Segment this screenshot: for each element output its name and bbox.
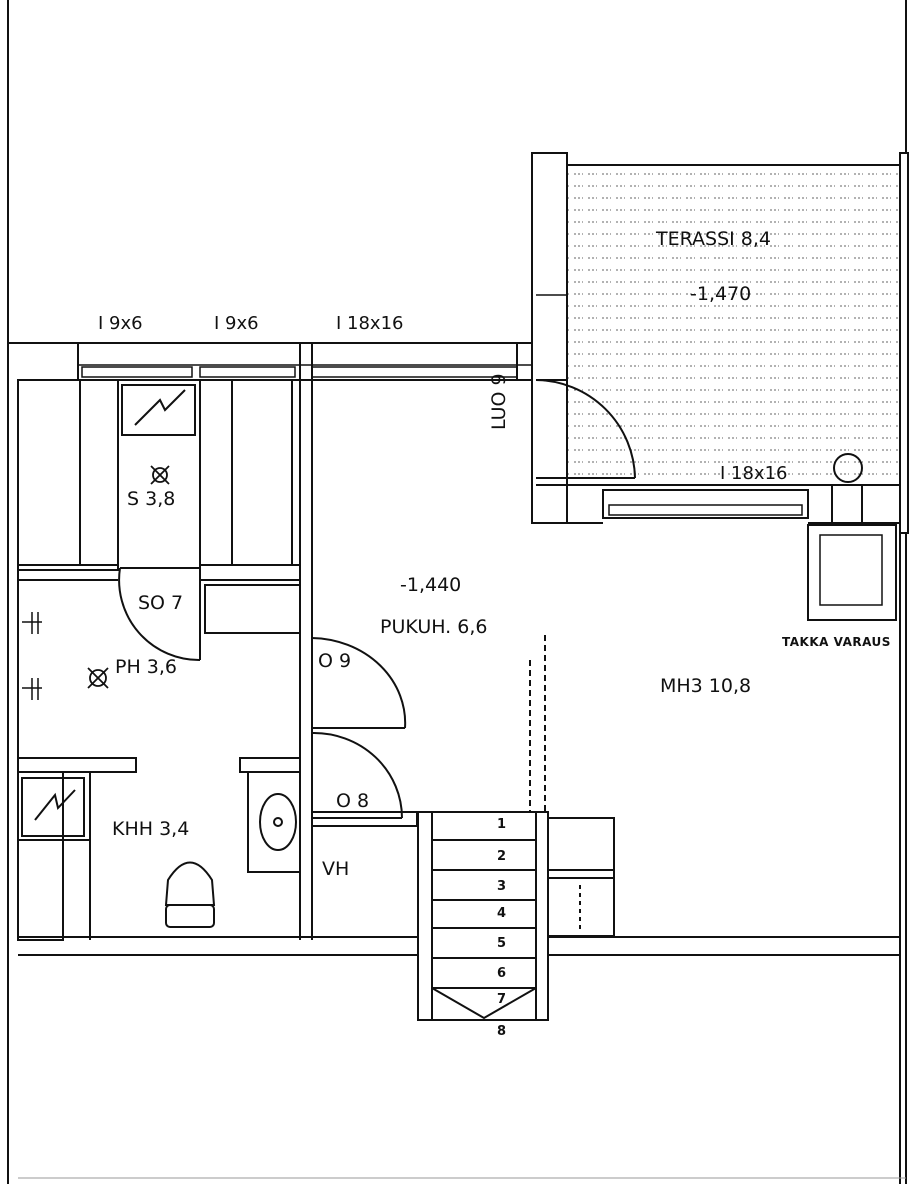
room-label-vaatehuone: VH bbox=[322, 858, 350, 880]
toilet bbox=[164, 861, 216, 928]
level-label-terassi: -1,470 bbox=[690, 283, 752, 305]
stair-step-4: 4 bbox=[497, 906, 507, 921]
stair-step-1: 1 bbox=[497, 817, 507, 832]
stair-step-6: 6 bbox=[497, 966, 507, 981]
washbasin bbox=[247, 771, 301, 873]
stair-step-7: 7 bbox=[497, 992, 507, 1007]
window-label-4: I 18x16 bbox=[720, 463, 788, 484]
wardrobe-cabinet bbox=[547, 817, 615, 937]
sauna-stove bbox=[121, 384, 196, 436]
light-symbols bbox=[87, 465, 170, 689]
room-label-makuuhuone: MH3 10,8 bbox=[660, 675, 752, 697]
room-label-terassi: TERASSI 8,4 bbox=[656, 228, 772, 250]
floor-drain-symbols bbox=[22, 612, 42, 700]
room-label-pukuhuone: PUKUH. 6,6 bbox=[380, 616, 488, 638]
fireplace-reservation bbox=[807, 453, 897, 621]
door-label-so7: SO 7 bbox=[138, 592, 184, 614]
room-label-sauna: S 3,8 bbox=[127, 488, 176, 510]
door-label-o9: O 9 bbox=[318, 650, 352, 672]
door-label-luo9: LUO 9 bbox=[488, 373, 510, 430]
level-label-pukuhuone: -1,440 bbox=[400, 574, 462, 596]
stair-railing bbox=[529, 635, 546, 812]
window-label-2: I 9x6 bbox=[214, 313, 259, 334]
stair-step-2: 2 bbox=[497, 849, 507, 864]
room-label-kodinhoito: KHH 3,4 bbox=[112, 818, 190, 840]
stair-step-3: 3 bbox=[497, 879, 507, 894]
window-label-3: I 18x16 bbox=[336, 313, 404, 334]
stair-step-8: 8 bbox=[497, 1024, 507, 1039]
doors bbox=[118, 379, 636, 827]
khh-appliance bbox=[21, 777, 85, 837]
label-takka-varaus: TAKKA VARAUS bbox=[782, 635, 891, 649]
room-label-pesuhuone: PH 3,6 bbox=[115, 656, 178, 678]
door-label-o8: O 8 bbox=[336, 790, 370, 812]
window-label-1: I 9x6 bbox=[98, 313, 143, 334]
top-wall bbox=[8, 342, 532, 381]
stair-step-5: 5 bbox=[497, 936, 507, 951]
